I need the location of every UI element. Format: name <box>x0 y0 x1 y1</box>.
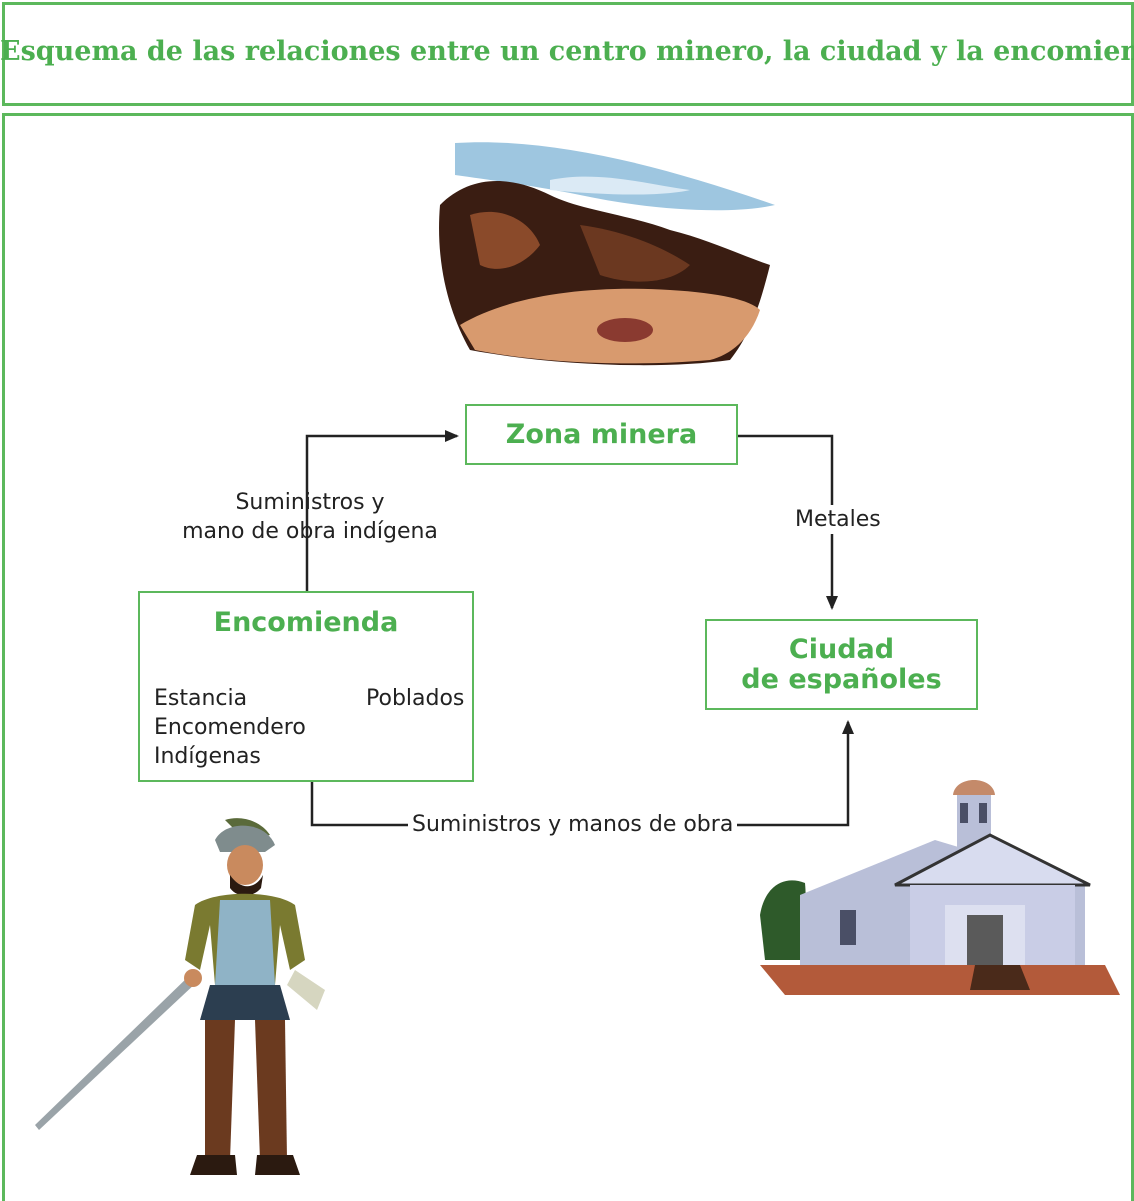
diagram-frame <box>2 113 1134 1201</box>
edge-label-metales: Metales <box>792 505 884 534</box>
encomienda-child-indigenas: Indígenas <box>154 744 261 769</box>
edge-label-suministros-manos-de-obra: Suministros y manos de obra <box>408 810 738 839</box>
conquistador-illustration <box>35 818 325 1175</box>
edge-label-suministros-line1: Suministros y <box>235 490 385 515</box>
node-ciudad-line2: de españoles <box>741 664 942 695</box>
mine-landscape-illustration <box>439 142 775 366</box>
node-encomienda: Encomienda <box>138 591 474 782</box>
node-zona-minera-label: Zona minera <box>505 419 698 450</box>
node-zona-minera: Zona minera <box>465 404 738 465</box>
arrow-mina-to-ciudad <box>738 434 838 610</box>
node-ciudad-line1: Ciudad <box>788 634 895 665</box>
diagram-title: Esquema de las relaciones entre un centr… <box>0 36 1134 67</box>
arrow-encomienda-to-mina <box>305 430 459 592</box>
church-illustration <box>760 780 1120 995</box>
encomienda-child-poblados: Poblados <box>366 686 465 711</box>
encomienda-child-estancia: Estancia <box>154 686 248 711</box>
edge-label-suministros-line2: mano de obra indígena <box>182 519 438 544</box>
encomienda-child-encomendero: Encomendero <box>154 715 306 740</box>
title-frame <box>2 2 1134 106</box>
node-ciudad-de-espanoles: Ciudad de españoles <box>705 619 978 710</box>
node-encomienda-label: Encomienda <box>213 607 399 638</box>
